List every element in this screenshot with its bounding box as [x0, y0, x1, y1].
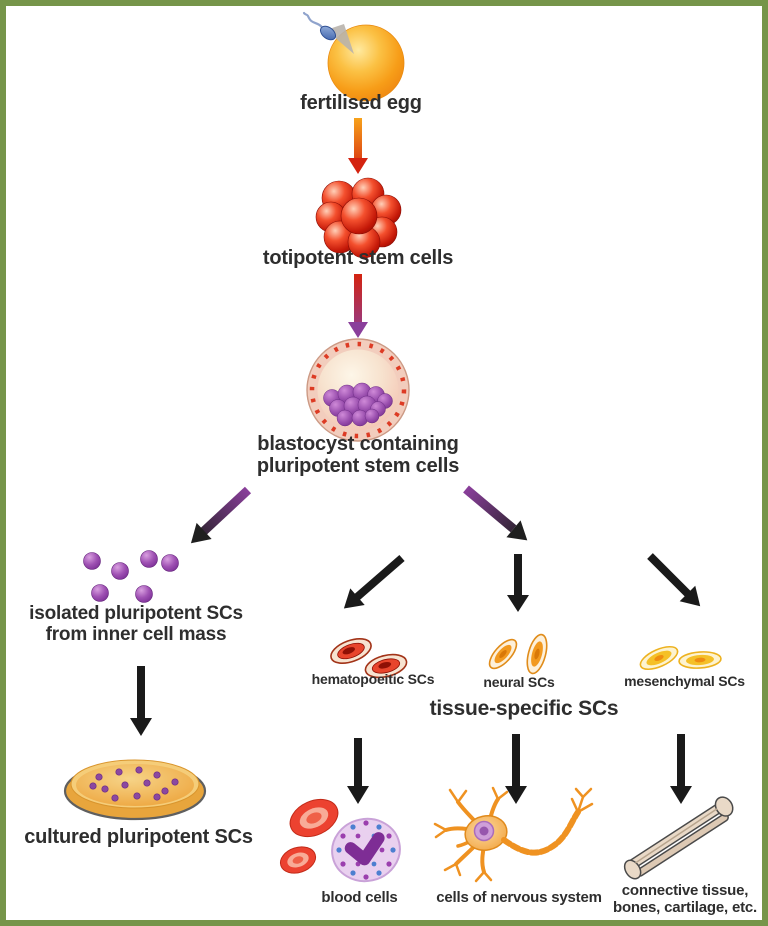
neuron-nucleolus: [479, 826, 489, 836]
arrow-overlay: [130, 118, 701, 804]
isolated-label-line2: from inner cell mass: [45, 623, 227, 645]
inner-cell-mass: [323, 382, 393, 427]
totipotent-morula-illustration: [315, 177, 402, 259]
wbc-nucleus: [344, 832, 385, 866]
connective-label-line1: connective tissue,: [621, 882, 749, 899]
red-blood-cell: [279, 846, 317, 874]
arrow-blastocyst-to-isolated: [190, 486, 252, 544]
arrow-egg-to-totipotent: [348, 118, 368, 174]
neural-cell: [488, 638, 518, 670]
white-blood-cell: [331, 817, 401, 883]
trophoblast-nuclei: [309, 341, 407, 439]
blood-cells-illustration: [279, 798, 401, 883]
totipotent-label: totipotent stem cells: [262, 247, 454, 269]
arrow-to-hematopoietic: [343, 554, 405, 609]
hematopoietic-cell: [330, 637, 372, 665]
blastocyst-outline: [306, 338, 410, 442]
connective-label-line2: bones, cartilage, etc.: [613, 898, 757, 916]
cultured-cells-dots: [89, 766, 179, 802]
axon: [501, 809, 581, 856]
blastocyst-label: blastocyst containing pluripotent stem c…: [218, 433, 498, 477]
tissue-specific-label: tissue-specific SCs: [429, 697, 619, 720]
mesenchymal-cell: [639, 645, 679, 671]
hematopoietic-label: hematopoeitic SCs: [311, 671, 435, 687]
isolated-label-line1: isolated pluripotent SCs: [29, 603, 243, 624]
culture-medium: [76, 764, 194, 806]
mesenchymal-label: mesenchymal SCs: [624, 673, 745, 689]
morula-cells: [315, 177, 402, 259]
blood-cells-label: blood cells: [321, 889, 398, 906]
blastocyst-label-line2: pluripotent stem cells: [256, 455, 460, 477]
arrow-to-nervous-cells: [505, 734, 527, 804]
hematopoietic-cells-illustration: [330, 637, 408, 679]
neural-cells-illustration: [488, 633, 548, 675]
long-bones: [623, 796, 734, 880]
blastocyst-illustration: [306, 338, 410, 442]
mesenchymal-cells-illustration: [639, 645, 722, 671]
bone-illustration: [623, 796, 734, 880]
neural-label: neural SCs: [483, 674, 555, 690]
connective-tissue-label: connective tissue, bones, cartilage, etc…: [606, 882, 762, 916]
hematopoietic-cell: [364, 653, 408, 679]
isolated-pluripotent-cells-illustration: [83, 550, 179, 603]
isolated-pluripotent-label: isolated pluripotent SCs from inner cell…: [6, 603, 266, 646]
neuron-illustration: [433, 786, 594, 883]
sperm-icon: [302, 11, 337, 41]
arrow-isolated-to-cultured: [130, 666, 152, 736]
nervous-system-label: cells of nervous system: [436, 889, 602, 906]
red-blood-cell: [289, 798, 339, 838]
mesenchymal-cell: [678, 651, 722, 669]
cultured-pluripotent-label: cultured pluripotent SCs: [24, 826, 253, 848]
arrow-to-connective-tissue: [670, 734, 692, 804]
petri-dish-illustration: [63, 759, 207, 821]
fertilised-egg-label: fertilised egg: [300, 92, 422, 114]
purple-cell-scatter: [83, 550, 179, 603]
blastocyst-label-line1: blastocyst containing: [257, 433, 459, 455]
arrow-blastocyst-to-tissue-branch: [463, 485, 528, 541]
arrow-totipotent-to-blastocyst: [348, 274, 368, 338]
axon-terminal: [570, 787, 594, 814]
neural-cell: [526, 633, 548, 675]
arrow-to-blood-cells: [347, 738, 369, 804]
arrow-to-neural: [507, 554, 529, 612]
fertilised-egg-illustration: [302, 11, 405, 102]
arrow-to-mesenchymal: [647, 553, 701, 607]
